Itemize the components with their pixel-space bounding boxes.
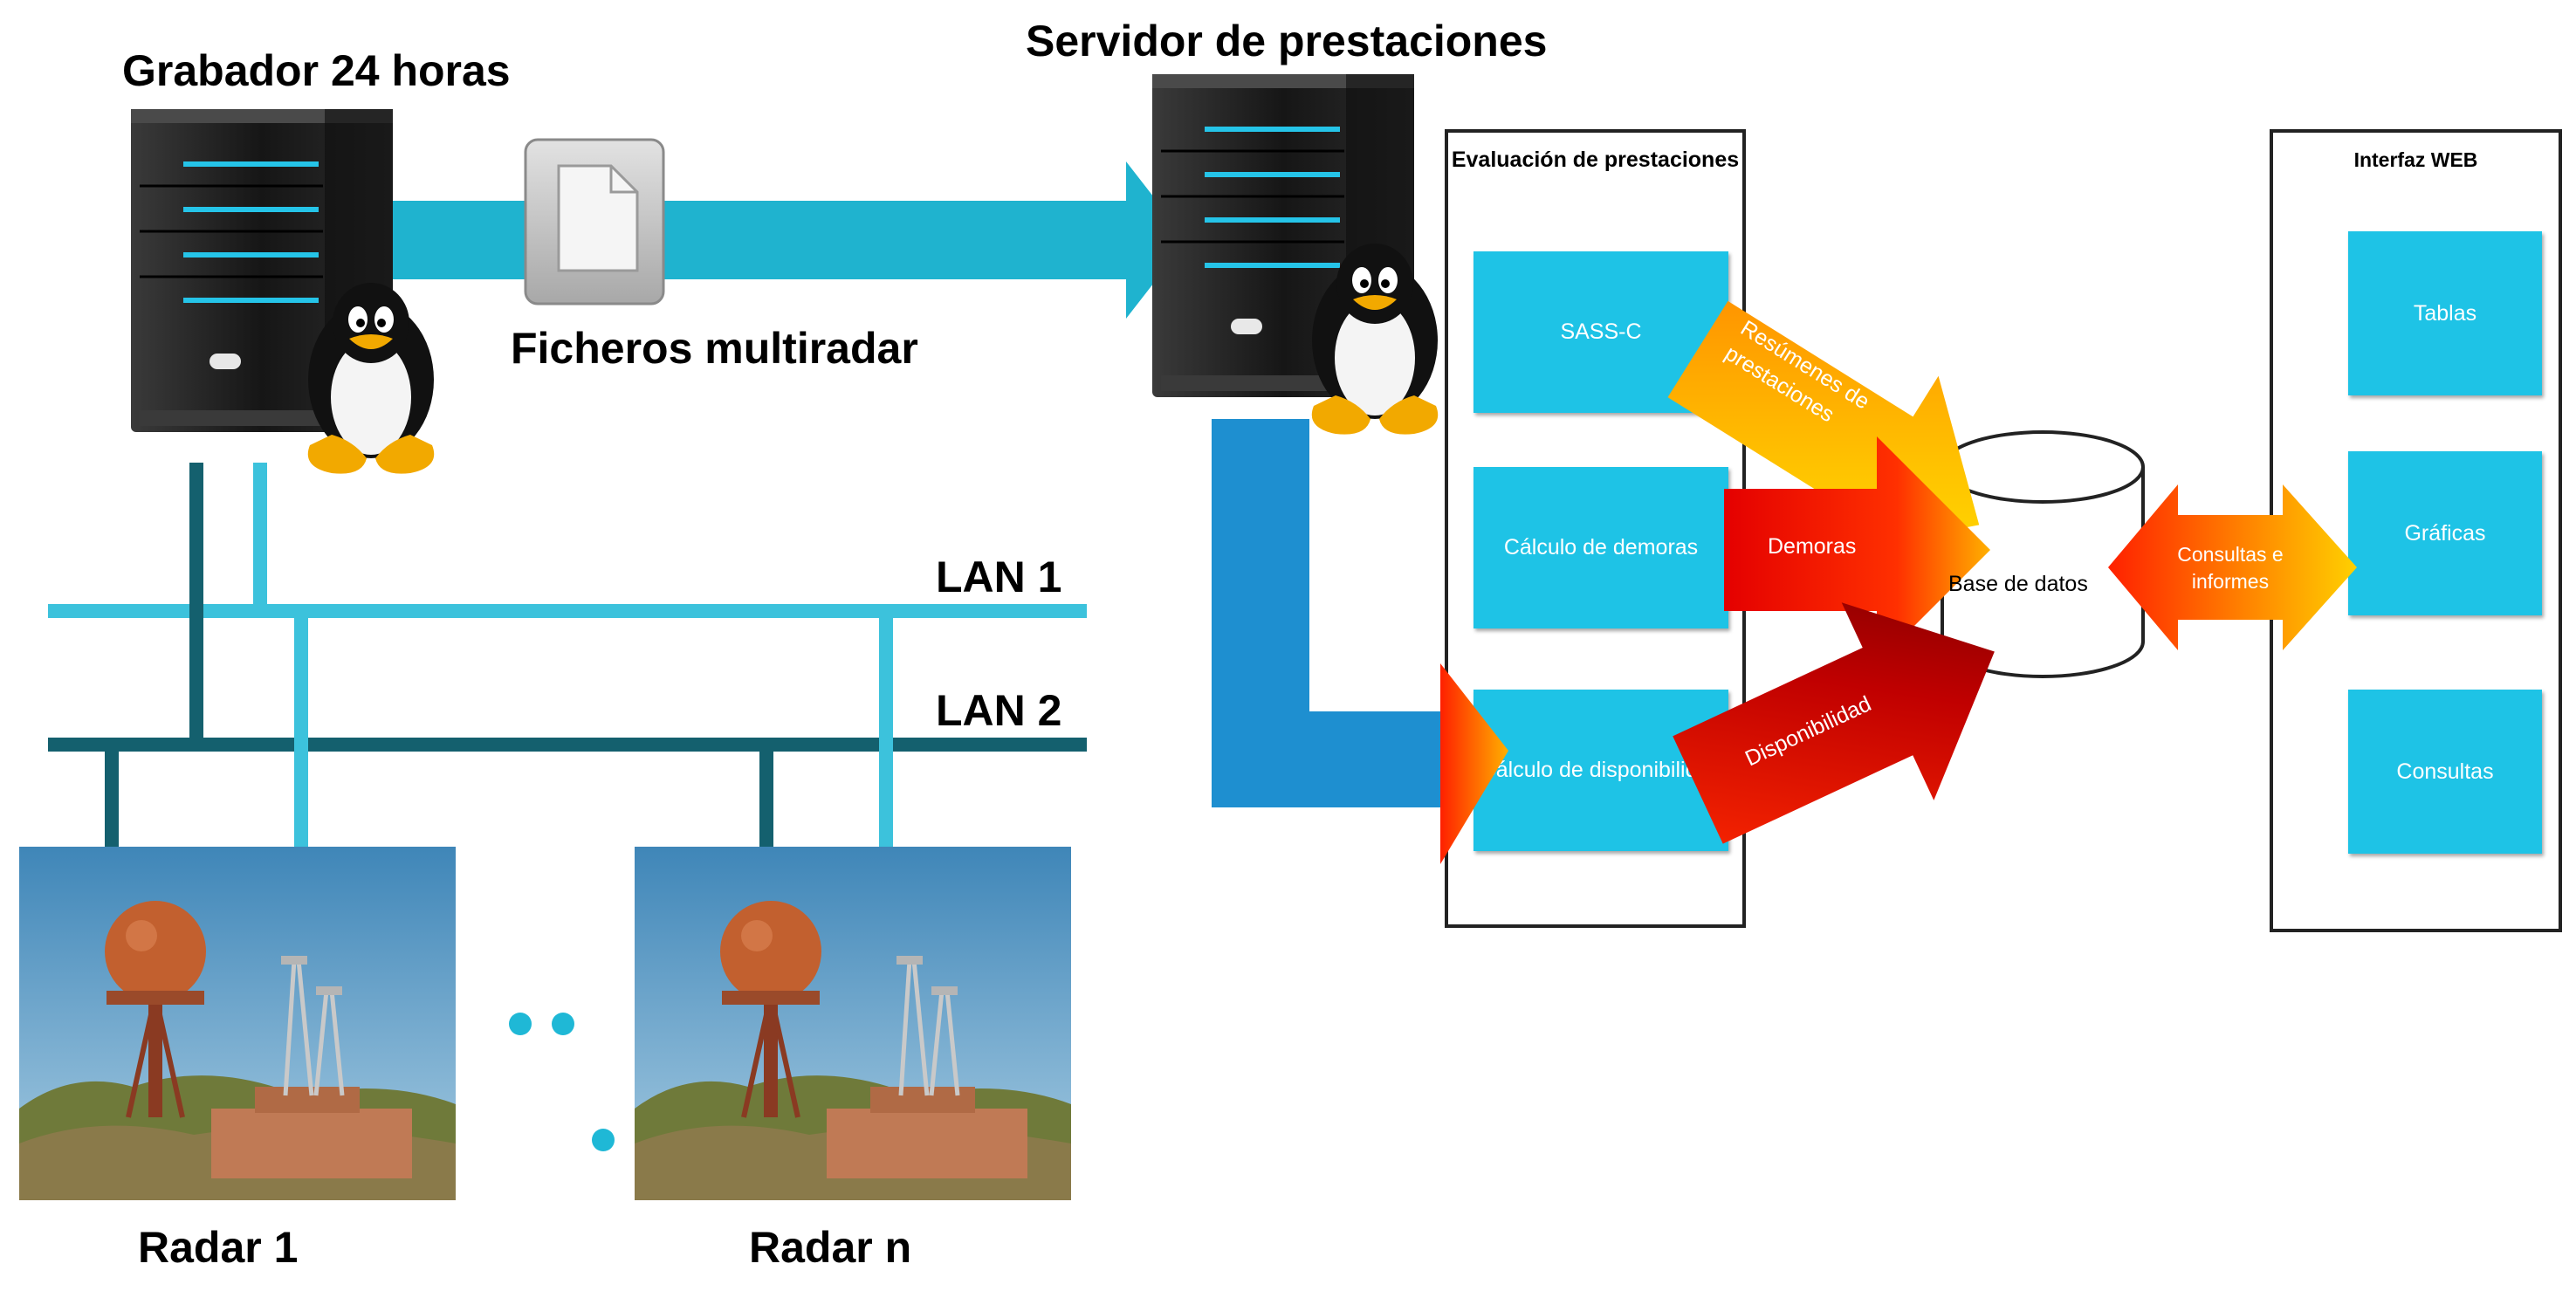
- ellipsis-dot: [552, 1013, 574, 1035]
- queries-box: Consultas: [2348, 690, 2542, 854]
- ellipsis-dot: [592, 1129, 615, 1151]
- ellipsis-dot: [509, 1013, 532, 1035]
- delays-calc-box: Cálculo de demoras: [1473, 467, 1728, 628]
- radar-1-label: Radar 1: [138, 1223, 299, 1272]
- delays-arrow: [1724, 436, 1990, 663]
- database-label: Base de datos: [1948, 572, 2088, 596]
- radar-n-label: Radar n: [749, 1223, 912, 1272]
- lan-2-label: LAN 2: [936, 686, 1062, 735]
- perf-server-title: Servidor de prestaciones: [1026, 17, 1548, 65]
- charts-box: Gráficas: [2348, 451, 2542, 615]
- lan-1-label: LAN 1: [936, 553, 1062, 601]
- evaluation-title: Evaluación de prestaciones: [1451, 148, 1740, 172]
- availability-input-arrow: [1440, 663, 1508, 864]
- delays-arrow-label: Demoras: [1768, 534, 1857, 559]
- web-title: Interfaz WEB: [2353, 148, 2478, 171]
- queries-bidir-arrow: [2108, 484, 2357, 650]
- availability-arrow: [1673, 602, 1995, 844]
- recorder-title: Grabador 24 horas: [122, 46, 511, 95]
- tables-box: Tablas: [2348, 231, 2542, 395]
- availability-calc-box: Cálculo de disponibilidad: [1473, 690, 1728, 851]
- queries-arrow-label: Consultas e informes: [2177, 543, 2284, 594]
- file-label: Ficheros multiradar: [511, 324, 918, 373]
